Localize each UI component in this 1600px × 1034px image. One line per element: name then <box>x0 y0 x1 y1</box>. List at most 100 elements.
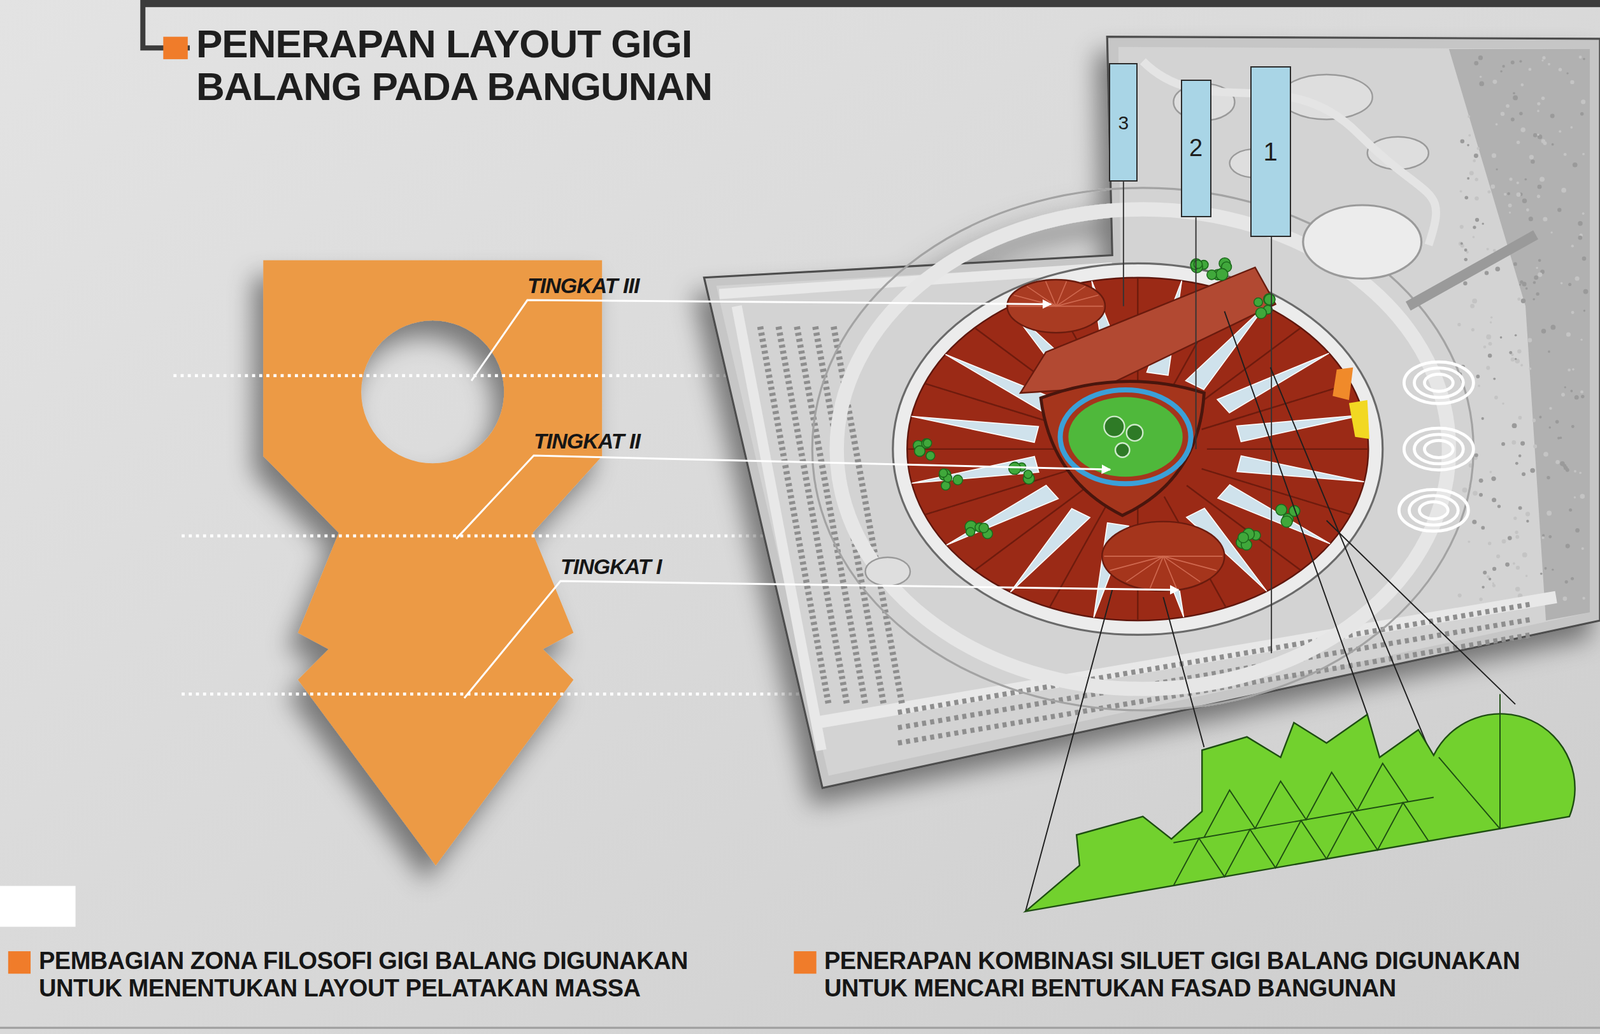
orange-wedge <box>1332 367 1353 400</box>
texture-dot <box>1566 332 1571 337</box>
texture-dot <box>1496 554 1500 558</box>
texture-dot <box>1487 353 1492 358</box>
texture-dot <box>1481 585 1485 588</box>
texture-dot <box>1528 68 1532 72</box>
level-label: TINGKAT I <box>560 554 662 579</box>
texture-dot <box>1500 70 1502 72</box>
texture-dot <box>1538 415 1542 419</box>
parking-row <box>760 326 829 705</box>
tree <box>1207 270 1217 280</box>
texture-dot <box>1473 153 1479 158</box>
texture-dot <box>1582 57 1586 61</box>
tree <box>1215 268 1229 281</box>
leader-line <box>456 455 1111 539</box>
texture-dot <box>1500 336 1503 339</box>
texture-dot <box>1497 504 1501 508</box>
tree <box>1024 470 1033 479</box>
texture-dot <box>1582 212 1585 215</box>
garden-circle <box>1103 416 1125 437</box>
facade-grid <box>1173 797 1434 843</box>
texture-dot <box>1528 367 1532 371</box>
texture-dot <box>1487 541 1492 545</box>
central-garden <box>1068 396 1183 477</box>
texture-dot <box>1580 338 1583 341</box>
texture-dot <box>1578 235 1583 241</box>
texture-dot <box>1472 159 1476 163</box>
texture-dot <box>1532 418 1537 423</box>
ring-feature <box>1419 501 1448 520</box>
roof-fan <box>1101 521 1225 592</box>
texture-dot <box>1488 342 1493 346</box>
garden-circle <box>1126 424 1144 441</box>
texture-dot <box>1515 586 1520 592</box>
texture-dot <box>1515 461 1519 465</box>
texture-dot <box>1482 570 1487 575</box>
garden-circle <box>1115 442 1130 457</box>
texture-dot <box>1520 127 1525 132</box>
texture-dot <box>1516 140 1521 145</box>
texture-dot <box>1541 536 1544 539</box>
building-base <box>892 263 1383 635</box>
texture-dot <box>1519 59 1522 63</box>
texture-dot <box>1566 71 1569 74</box>
texture-dot <box>1481 417 1485 420</box>
texture-dot <box>1480 526 1485 530</box>
texture-dot <box>1467 115 1471 118</box>
facade-grid <box>1499 693 1501 829</box>
texture-dot <box>1583 289 1589 295</box>
texture-dot <box>1462 487 1468 493</box>
texture-dot <box>1508 211 1511 214</box>
texture-dot <box>1530 159 1536 164</box>
callout-box: 2 <box>1180 79 1212 218</box>
skylight-spike <box>946 485 1058 546</box>
texture-dot <box>1517 297 1521 301</box>
texture-dot <box>1542 217 1548 222</box>
texture-dot <box>1529 154 1534 160</box>
texture-dot <box>1472 235 1476 239</box>
texture-dot <box>1517 349 1522 353</box>
texture-dot <box>1522 552 1528 558</box>
fan-rib <box>1110 556 1164 571</box>
zone-line <box>181 692 822 696</box>
texture-dot <box>1525 287 1529 290</box>
texture-dot <box>1578 471 1582 474</box>
projection-line <box>1163 596 1204 748</box>
texture-dot <box>1582 596 1585 600</box>
texture-dot <box>1575 276 1580 281</box>
texture-dot <box>1527 338 1532 343</box>
dome <box>1303 205 1422 279</box>
texture-dot <box>1567 368 1571 372</box>
texture-dot <box>1571 310 1575 315</box>
texture-dot <box>1486 247 1490 251</box>
caption-text: PENERAPAN KOMBINASI SILUET GIGI BALANG D… <box>824 947 1576 1002</box>
texture-dot <box>1541 138 1546 143</box>
fan-rib <box>1056 285 1086 306</box>
facade-grid <box>1203 763 1408 837</box>
bottom-rule <box>0 1026 1600 1029</box>
ring-feature <box>1414 368 1464 398</box>
level-label: TINGKAT II <box>533 428 641 453</box>
fan-rib <box>1103 555 1164 557</box>
texture-dot <box>1574 394 1579 400</box>
texture-dot <box>1519 283 1522 286</box>
texture-dot <box>1512 422 1518 429</box>
central-shield <box>1040 381 1204 516</box>
leader-line <box>471 300 1051 381</box>
texture-dot <box>1550 324 1556 330</box>
yellow-wedge <box>1349 400 1370 439</box>
texture-dot <box>1459 224 1464 229</box>
texture-dot <box>1516 192 1522 197</box>
texture-dot <box>1475 374 1480 379</box>
texture-dot <box>1555 419 1560 424</box>
texture-dot <box>1512 562 1516 565</box>
texture-dot <box>1568 282 1572 286</box>
caption-text: PEMBAGIAN ZONA FILOSOFI GIGI BALANG DIGU… <box>38 947 772 1002</box>
texture-dot <box>1515 535 1520 539</box>
texture-dot <box>1559 461 1565 467</box>
texture-dot <box>1570 126 1573 129</box>
texture-dot <box>1558 129 1562 133</box>
texture-dot <box>1457 592 1462 597</box>
roof-ridge <box>907 448 1069 450</box>
skylight-spike <box>1217 484 1330 544</box>
texture-dot <box>1466 143 1470 147</box>
